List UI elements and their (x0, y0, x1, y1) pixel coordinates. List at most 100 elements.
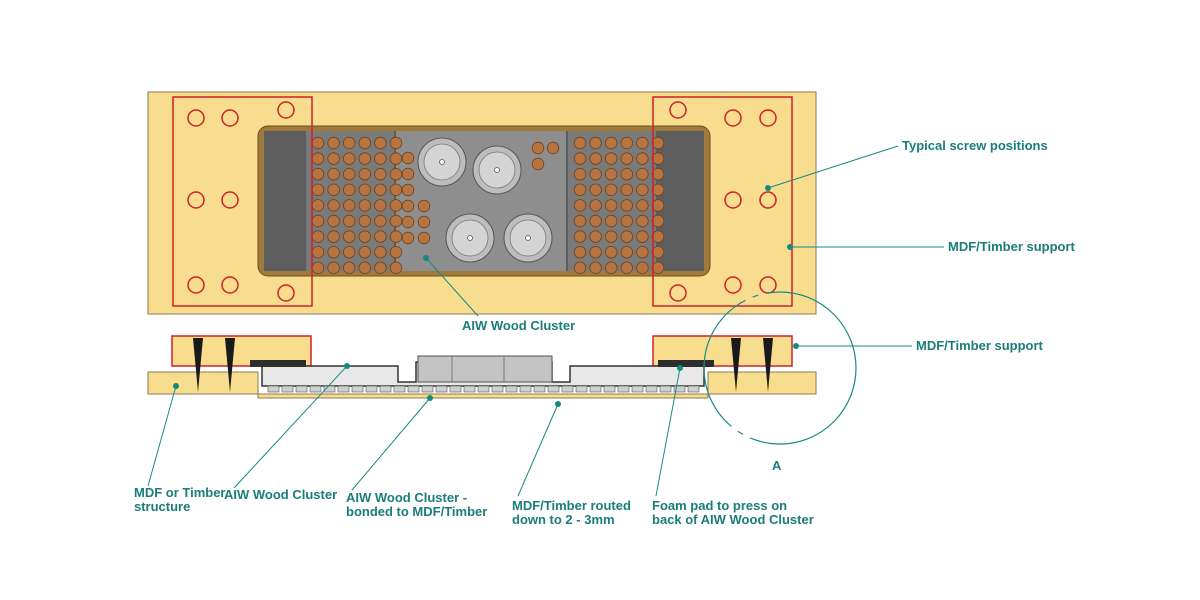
perforation-dot (327, 183, 340, 197)
label-routed-2: down to 2 - 3mm (512, 512, 615, 527)
label-routed-1: MDF/Timber routed (512, 498, 631, 513)
perforation-dot (389, 152, 403, 165)
bond-bump (687, 385, 700, 393)
perforation-dot (620, 245, 634, 259)
section-view (147, 291, 857, 445)
perforation-dot (389, 167, 403, 181)
perforation-dot (636, 214, 649, 228)
perforation-dot (343, 245, 356, 259)
perforation-dot (389, 230, 403, 243)
perforation-dot (389, 199, 403, 212)
bond-bump (407, 385, 420, 393)
perforation-dot (589, 245, 602, 259)
perforation-dot (343, 183, 356, 197)
perforation-dots (311, 136, 665, 275)
perforation-dot (620, 230, 634, 243)
perforation-dot (605, 230, 618, 243)
perforation-dot (343, 230, 356, 243)
perforation-dot (389, 245, 403, 259)
bond-bump (533, 385, 546, 393)
screw-hole-icon (187, 276, 205, 294)
perforation-dot (573, 136, 587, 150)
perforation-dot (636, 136, 649, 150)
perforation-dot (343, 167, 356, 181)
perforation-dot (311, 167, 325, 181)
perforation-dot (343, 152, 356, 165)
perforation-dot (589, 214, 602, 228)
screw-hole-icon (669, 284, 687, 302)
label-aiw-bonded-1: AIW Wood Cluster - (346, 490, 467, 505)
perforation-dot (605, 214, 618, 228)
perforation-dot (651, 230, 665, 243)
perforation-dot (327, 214, 340, 228)
label-detail-a: A (772, 458, 782, 473)
perforation-dot (358, 245, 372, 259)
bond-bump (449, 385, 462, 393)
speaker-disc-center (467, 235, 473, 241)
perforation-dot (651, 167, 665, 181)
perforation-dot (636, 199, 649, 212)
perforation-dot (589, 136, 602, 150)
perforation-dot (401, 231, 415, 245)
screw-hole-icon (187, 191, 205, 209)
perforation-dot (573, 261, 587, 275)
right-bracket-outline (652, 96, 793, 307)
screw-hole-icon (724, 276, 742, 294)
label-mdf-support-section: MDF/Timber support (916, 338, 1044, 353)
screw-hole-icon (221, 191, 239, 209)
bond-bump (589, 385, 602, 393)
perforation-dot (389, 261, 403, 275)
perforation-dot (327, 261, 340, 275)
perforation-dot (311, 152, 325, 165)
perforation-dot (374, 214, 387, 228)
perforation-dot (358, 167, 372, 181)
perforation-dot (573, 230, 587, 243)
bond-bump (659, 385, 672, 393)
perforation-dot (358, 152, 372, 165)
perforation-dot (374, 183, 387, 197)
perforation-dot (417, 215, 431, 229)
perforation-dot (358, 199, 372, 212)
screw-hole-icon (277, 284, 295, 302)
bond-bump (365, 385, 378, 393)
perforation-dot (620, 167, 634, 181)
perforation-dot (605, 183, 618, 197)
perforation-dot (311, 183, 325, 197)
perforation-dot (531, 141, 545, 155)
perforation-dot (605, 199, 618, 212)
perforation-dot (311, 214, 325, 228)
perforation-dot (573, 152, 587, 165)
label-foam-pad-1: Foam pad to press on (652, 498, 787, 513)
label-aiw-bonded-2: bonded to MDF/Timber (346, 504, 487, 519)
perforation-dot (589, 199, 602, 212)
label-aiw-cluster-top: AIW Wood Cluster (462, 318, 575, 333)
label-typical-screw-positions: Typical screw positions (902, 138, 1048, 153)
bond-bump (379, 385, 392, 393)
bond-bump (575, 385, 588, 393)
bond-bump (631, 385, 644, 393)
perforation-dot (605, 136, 618, 150)
perforation-dot (374, 230, 387, 243)
perforation-dot (374, 199, 387, 212)
screw-hole-icon (759, 191, 777, 209)
screw-hole-icon (724, 109, 742, 127)
perforation-dot (651, 245, 665, 259)
perforation-dot (589, 167, 602, 181)
labels: Typical screw positions MDF/Timber suppo… (134, 138, 1076, 527)
perforation-dot (374, 136, 387, 150)
bond-bump (491, 385, 504, 393)
bond-bump (421, 385, 434, 393)
screw-spike-icon (225, 338, 235, 392)
bond-bump (393, 385, 406, 393)
bond-bump (267, 385, 280, 393)
perforation-dot (343, 199, 356, 212)
perforation-dot (605, 167, 618, 181)
bond-bump (547, 385, 560, 393)
perforation-dot (417, 199, 431, 213)
perforation-dot (620, 152, 634, 165)
screw-hole-icon (221, 276, 239, 294)
bond-bump (295, 385, 308, 393)
perforation-dot (401, 167, 415, 181)
bonding-bumps (267, 385, 700, 393)
screw-hole-icon (277, 101, 295, 119)
